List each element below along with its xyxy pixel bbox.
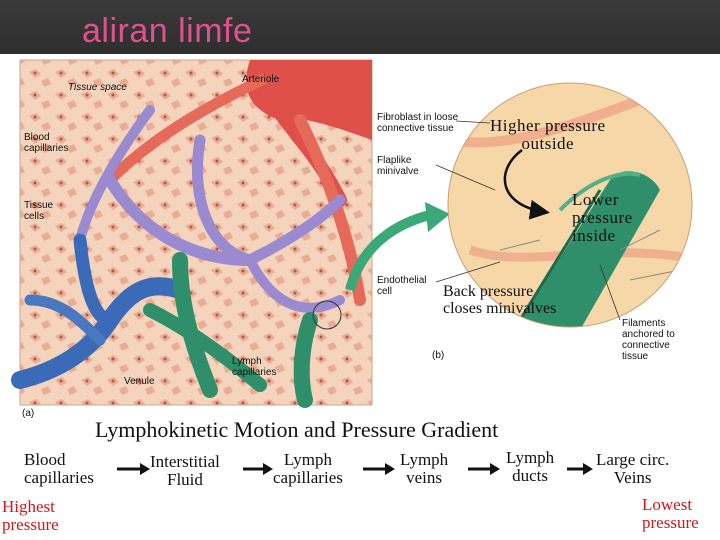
label-tissue-space: Tissue space [68,82,127,93]
zoom-arrowhead [425,202,450,232]
highest-pressure-label: Highest pressure [2,498,59,534]
flow-step-lymph-ducts: Lymph ducts [506,449,554,485]
label-blood-capillaries: Blood capillaries [24,132,68,154]
flow-step-lymph-veins: Lymph veins [400,451,448,487]
label-flaplike-minivalve: Flaplike minivalve [377,155,419,177]
panel-a-label: (a) [22,408,34,419]
flow-step-interstitial-fluid: Interstitial Fluid [150,453,220,489]
label-lymph-capillaries: Lymph capillaries [232,356,276,378]
label-fibroblast: Fibroblast in loose connective tissue [377,112,458,134]
label-filaments: Filaments anchored to connective tissue [622,318,675,362]
flow-step-large-circ-veins: Large circ. Veins [596,451,669,487]
annotation-lower-pressure: Lower pressure inside [572,191,633,245]
annotation-higher-pressure: Higher pressure outside [490,117,606,153]
annotation-back-pressure: Back pressure closes minivalves [443,284,556,318]
flow-step-lymph-capillaries: Lymph capillaries [273,451,343,487]
label-arteriole: Arteriole [242,74,279,85]
panel-b-label: (b) [432,350,444,361]
flow-heading: Lymphokinetic Motion and Pressure Gradie… [95,418,498,441]
label-tissue-cells: Tissue cells [24,200,53,222]
flow-step-blood-capillaries: Blood capillaries [24,451,94,487]
label-endothelial-cell: Endothelial cell [377,275,426,297]
panel-a-illustration [20,60,372,405]
label-venule: Venule [124,376,155,387]
lowest-pressure-label: Lowest pressure [642,496,699,532]
